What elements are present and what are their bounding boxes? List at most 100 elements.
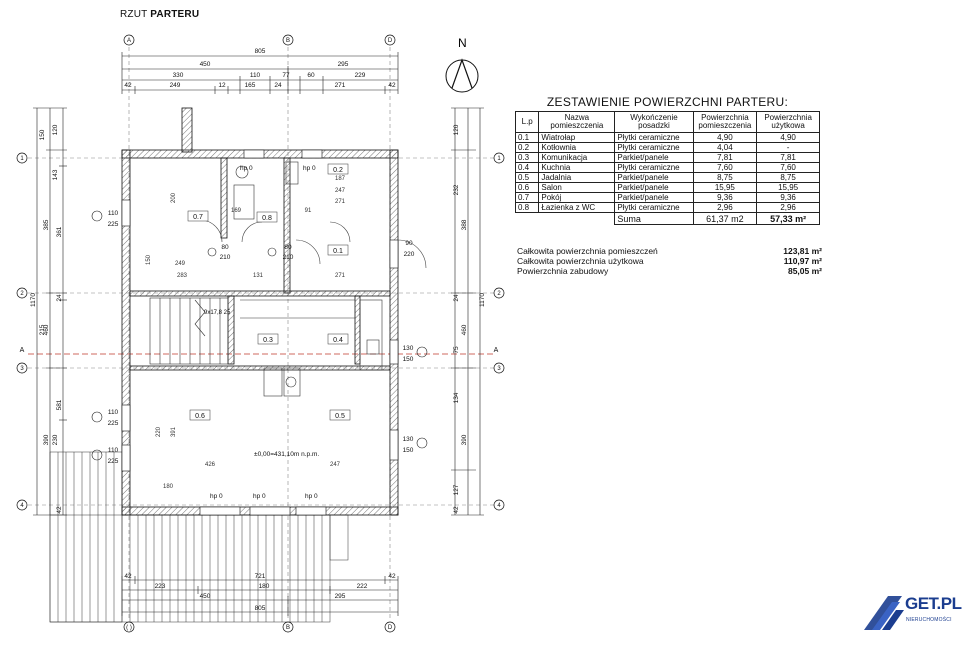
table-cell: 0.5 <box>514 172 540 183</box>
table-cell: 4,90 <box>692 132 758 143</box>
room-label: 0.5 <box>335 413 345 420</box>
table-header: Powierzchnia pomieszczenia <box>692 111 758 133</box>
axis-label: B <box>286 625 290 631</box>
room-label: 0.1 <box>333 248 343 255</box>
dim-text: 330 <box>173 72 184 79</box>
logo-mark-icon <box>864 596 904 630</box>
dim-text: 271 <box>335 199 346 205</box>
dim-text: 223 <box>155 583 166 590</box>
dim-text: 143 <box>52 169 59 180</box>
dim-text: 271 <box>335 273 346 279</box>
table-cell: 7,81 <box>756 152 820 163</box>
table-cell: 4,90 <box>756 132 820 143</box>
table-cell: Łazienka z WC <box>538 202 616 213</box>
axis-label: 2 <box>497 291 501 297</box>
dim-text: 426 <box>205 462 216 468</box>
dim-text: 271 <box>335 82 346 89</box>
totals-value: 123,81 m² <box>783 246 822 256</box>
hp-label: hp 0 <box>240 165 253 172</box>
dim-text: 450 <box>200 593 211 600</box>
dim-text: 60 <box>307 72 315 79</box>
hp-label: hp 0 <box>253 493 266 500</box>
dim-text: 77 <box>282 72 290 79</box>
table-cell: 2,96 <box>756 202 820 213</box>
dim-text: 390 <box>43 434 50 445</box>
opening-w: 110 <box>108 447 119 454</box>
dim-text: 249 <box>175 261 186 267</box>
table-cell: Parkiet/panele <box>614 182 694 193</box>
sum-usable: 57,33 m² <box>756 212 820 225</box>
table-cell: 0.4 <box>514 162 540 173</box>
table-sum-row: Suma 61,37 m2 57,33 m² <box>516 212 820 225</box>
level-note: ±0,00=431,10m n.p.m. <box>254 451 319 458</box>
sum-label: Suma <box>614 212 694 225</box>
totals-label: Powierzchnia zabudowy <box>517 266 609 276</box>
table-cell: 0.7 <box>514 192 540 203</box>
opening-w: 110 <box>108 210 119 217</box>
opening-h: 220 <box>404 251 415 258</box>
hp-label: hp 0 <box>305 493 318 500</box>
dim-text: 388 <box>461 219 468 230</box>
table-cell: 7,81 <box>692 152 758 163</box>
axis-label: 1 <box>497 156 501 162</box>
dim-text: 390 <box>461 434 468 445</box>
dim-text: 91 <box>305 208 312 214</box>
axis-label: 1 <box>20 156 24 162</box>
table-row: 0.6 Salon Parkiet/panele 15,95 15,95 <box>514 182 820 193</box>
table-header: Nazwa pomieszczenia <box>538 111 616 133</box>
hp-label: hp 0 <box>210 493 223 500</box>
opening-h: 210 <box>283 254 294 261</box>
table-header: Wykończenie posadzki <box>614 111 694 133</box>
axis-label: 2 <box>20 291 24 297</box>
room-label: 0.2 <box>333 167 343 174</box>
dim-text: 805 <box>255 48 266 55</box>
room-label: 0.4 <box>333 337 343 344</box>
area-table-title: ZESTAWIENIE POWIERZCHNI PARTERU: <box>546 95 789 109</box>
table-cell: Salon <box>538 182 616 193</box>
table-cell: 0.8 <box>514 202 540 213</box>
table-cell: 7,60 <box>692 162 758 173</box>
table-row: 0.7 Pokój Parkiet/panele 9,36 9,36 <box>514 192 820 203</box>
axis-label: 3 <box>497 366 501 372</box>
dim-text: 150 <box>39 129 46 140</box>
table-header: Powierzchnia użytkowa <box>756 111 820 133</box>
table-cell: 8,75 <box>756 172 820 183</box>
table-row: 0.4 Kuchnia Płytki ceramiczne 7,60 7,60 <box>514 162 820 173</box>
area-table: L.p Nazwa pomieszczenia Wykończenie posa… <box>514 111 820 225</box>
dim-text: 180 <box>259 583 270 590</box>
north-label: N <box>458 36 467 50</box>
area-summary: ZESTAWIENIE POWIERZCHNI PARTERU: L.p Naz… <box>514 95 820 225</box>
dim-text: 222 <box>357 583 368 590</box>
dim-text: 131 <box>253 273 264 279</box>
totals-value: 85,05 m² <box>787 266 822 276</box>
dim-text: 165 <box>245 82 256 89</box>
opening-w: 110 <box>108 409 119 416</box>
opening-w: 130 <box>403 436 414 443</box>
hp-label: hp 0 <box>303 165 316 172</box>
opening-h: 225 <box>108 420 119 427</box>
table-cell: Pokój <box>538 192 616 203</box>
get-pl-logo: GET.PL NIERUCHOMOŚCI <box>862 592 962 636</box>
dim-text: 42 <box>388 573 396 580</box>
dim-text: 361 <box>56 226 63 237</box>
table-cell: Komunikacja <box>538 152 616 163</box>
axis-label: 4 <box>20 503 24 509</box>
dim-text: 460 <box>43 324 50 335</box>
table-cell: 15,95 <box>692 182 758 193</box>
table-cell: Wiatrołap <box>538 132 616 143</box>
opening-w: 90 <box>405 240 413 247</box>
dim-text: 247 <box>335 188 346 194</box>
dim-text: 295 <box>338 61 349 68</box>
dim-text: 215 <box>39 324 46 335</box>
dim-text: 187 <box>335 176 346 182</box>
dim-text: 385 <box>43 219 50 230</box>
dim-text: 24 <box>453 294 460 302</box>
totals-block: Całkowita powierzchnia pomieszczeń 123,8… <box>517 246 822 276</box>
dim-text: 295 <box>335 593 346 600</box>
opening-w: 80 <box>221 244 229 251</box>
dim-text: 120 <box>453 124 460 135</box>
dim-text: 229 <box>355 72 366 79</box>
opening-h: 150 <box>403 356 414 363</box>
table-cell: Parkiet/panele <box>614 172 694 183</box>
